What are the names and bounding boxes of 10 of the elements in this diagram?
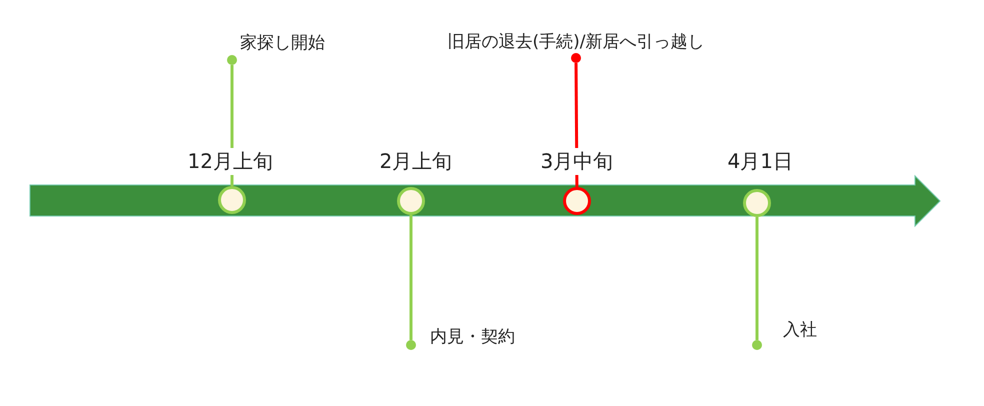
event-label: 旧居の退去(手続)/新居へ引っ越し [448,31,704,53]
end-dot [752,340,762,350]
end-dot [227,55,237,65]
end-dot [571,53,581,63]
stem-line [410,215,412,340]
event-label: 内見・契約 [430,326,515,348]
event-label: 入社 [783,319,817,341]
event-label: 家探し開始 [240,32,325,54]
stem-line [756,217,758,340]
end-dot [406,340,416,350]
